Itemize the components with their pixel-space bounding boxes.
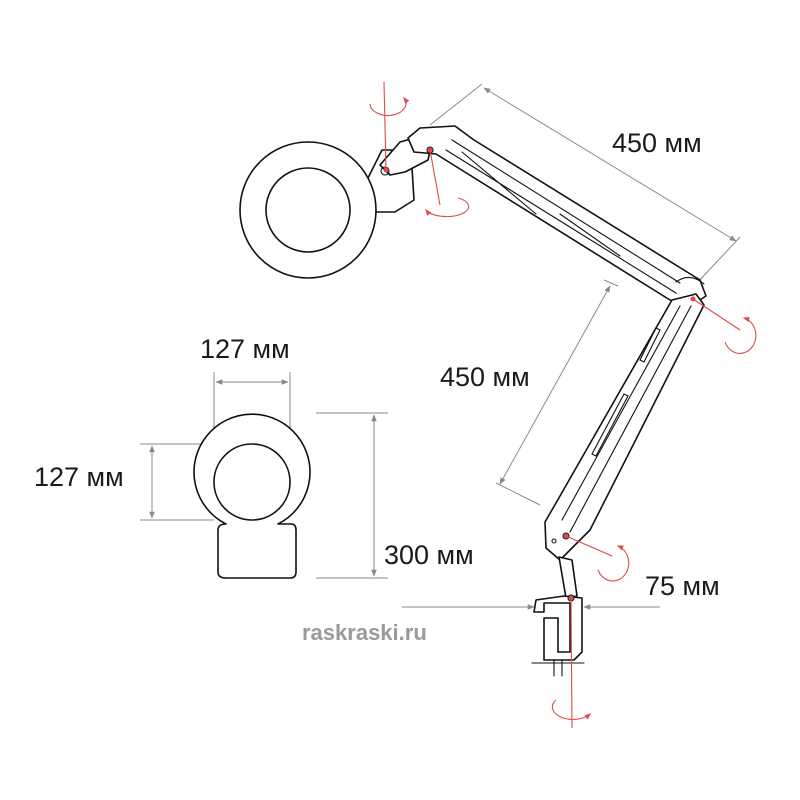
rotation-marker-clamp: [551, 595, 591, 729]
label-head-height: 300 мм: [384, 540, 474, 570]
label-upper-arm: 450 мм: [612, 128, 702, 158]
clamp-assembly: [531, 556, 585, 677]
label-lens-width: 127 мм: [200, 334, 290, 364]
lamp-head-front-view: [193, 413, 311, 579]
label-lower-arm: 450 мм: [440, 362, 530, 392]
upper-arm: [407, 125, 707, 306]
watermark: raskraski.ru: [302, 620, 427, 645]
dimension-upper-arm: [429, 83, 741, 284]
label-clamp: 75 мм: [645, 571, 720, 601]
lamp-head-angled: [239, 136, 433, 279]
rotation-marker-base-joint: [563, 533, 630, 582]
dimension-head-height: [316, 412, 388, 579]
label-lens-height: 127 мм: [34, 462, 124, 492]
rotation-marker-elbow: [690, 296, 757, 354]
dimension-lower-arm: [495, 279, 619, 506]
rotation-marker-head-joint: [425, 147, 470, 218]
lower-arm: [544, 293, 705, 561]
rotation-marker-head-top: [369, 81, 410, 173]
